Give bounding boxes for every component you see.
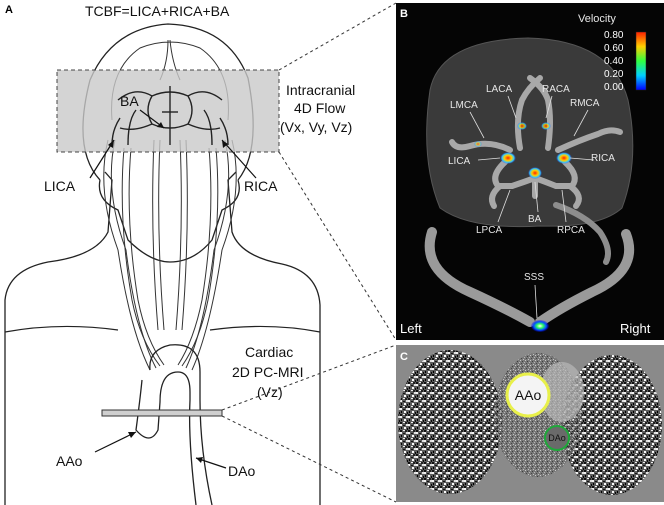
panel-a-letter: A [5,4,13,16]
rpca-label: RPCA [557,225,585,236]
velocity-tick-2: 0.40 [604,56,624,67]
velocity-colorbar [635,31,647,91]
left-label: Left [400,321,422,336]
ba-label-b: BA [528,214,542,225]
velocity-tick-1: 0.60 [604,43,624,54]
right-lung-noise [562,355,662,495]
lica-arrowhead [108,140,114,148]
aao-arrowhead [128,432,136,438]
laca-label: LACA [486,84,512,95]
box-label-line3: (Vx, Vy, Vz) [280,119,352,135]
lica-label: LICA [44,178,76,194]
neck-vessels [103,139,237,371]
intracranial-arteries [449,75,623,209]
panel-b: B Velocity [396,3,664,340]
connector-lines [221,2,397,503]
sss-label: SSS [524,272,544,283]
dao-label-c: DAo [548,433,566,443]
rica-arrowhead [222,140,228,148]
dao-arrowhead [196,457,203,463]
leader-lines [469,95,595,319]
panel-a: A [4,2,397,505]
aao-region [505,372,551,418]
chest-line [4,325,321,333]
aao-label-c: AAo [515,387,542,403]
velocity-title: Velocity [578,13,616,25]
panel-b-letter: B [400,8,408,20]
body-outline [4,171,321,505]
velocity-tick-3: 0.20 [604,69,624,80]
intracranial-box [56,69,280,153]
dao-region [544,425,570,451]
panel-c: C AAo DAo [396,345,664,502]
box-label-line2: 4D Flow [294,100,346,116]
lica-arrow [89,139,115,179]
cardiac-line3: (Vz) [257,384,283,400]
aao-label: AAo [56,453,83,469]
velocity-tick-4: 0.00 [604,82,624,93]
ba-arrowhead [157,122,164,128]
aao-arrow [94,431,137,453]
ba-label: BA [120,93,139,109]
rica-label-b: RICA [591,153,615,164]
lica-label-b: LICA [448,156,471,167]
rica-label: RICA [244,178,278,194]
cardiac-line2: 2D PC-MRI [232,364,304,380]
rmca-label: RMCA [570,98,600,109]
box-label-line1: Intracranial [286,82,355,98]
left-lung-noise [398,350,502,494]
right-label: Right [620,321,651,336]
panel-c-letter: C [400,351,408,363]
lpca-label: LPCA [476,225,502,236]
cardiac-slice-bar [101,409,223,417]
skull-base [426,37,634,228]
lmca-label: LMCA [450,100,478,111]
dao-label: DAo [228,463,255,479]
raca-label: RACA [542,84,570,95]
rica-arrow [221,139,257,179]
transverse-sinus [424,227,635,327]
velocity-tick-0: 0.80 [604,30,624,41]
formula-label: TCBF=LICA+RICA+BA [85,3,230,19]
aorta [135,344,213,505]
flow-hotspots [474,122,572,332]
cardiac-line1: Cardiac [245,344,293,360]
sinus-branch [553,202,611,265]
heart-shadow [540,362,584,422]
